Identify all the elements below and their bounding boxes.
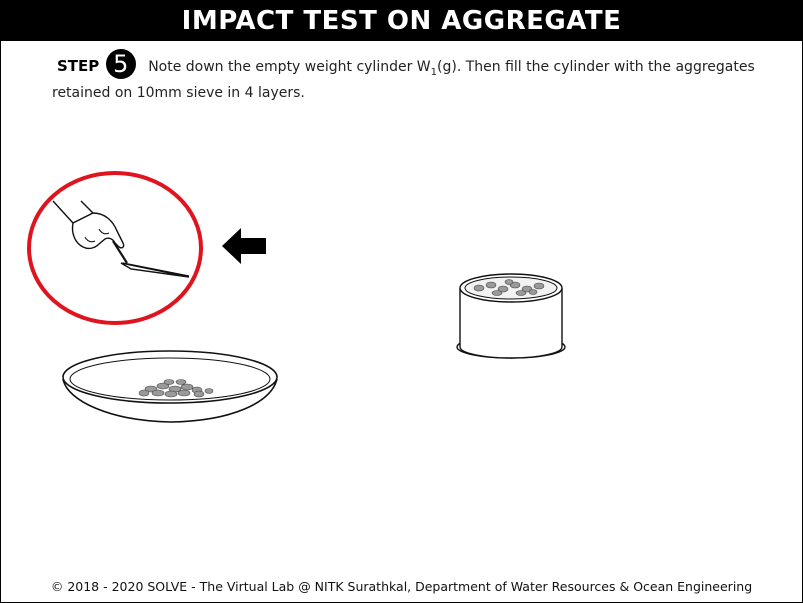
instruction-text-part2: (g). Then fill the cylinder with the agg… — [437, 59, 755, 75]
footer-copyright: © 2018 - 2020 SOLVE - The Virtual Lab @ … — [50, 579, 753, 594]
step-instruction: STEP 5 Note down the empty weight cylind… — [52, 49, 782, 103]
instruction-text-line2: retained on 10mm sieve in 4 layers. — [52, 84, 305, 101]
cylinder-with-aggregate-icon — [456, 273, 566, 359]
instruction-subscript: 1 — [430, 66, 438, 78]
highlight-ring — [27, 171, 203, 325]
tray-with-aggregate-icon — [62, 350, 278, 423]
instruction-text-part1: Note down the empty weight cylinder W — [148, 59, 431, 75]
step-label: STEP — [57, 57, 100, 75]
page-title: IMPACT TEST ON AGGREGATE — [1, 1, 802, 41]
step-number-badge: 5 — [105, 49, 136, 79]
left-arrow-icon — [222, 228, 266, 264]
hand-with-trowel-icon[interactable] — [52, 200, 190, 278]
